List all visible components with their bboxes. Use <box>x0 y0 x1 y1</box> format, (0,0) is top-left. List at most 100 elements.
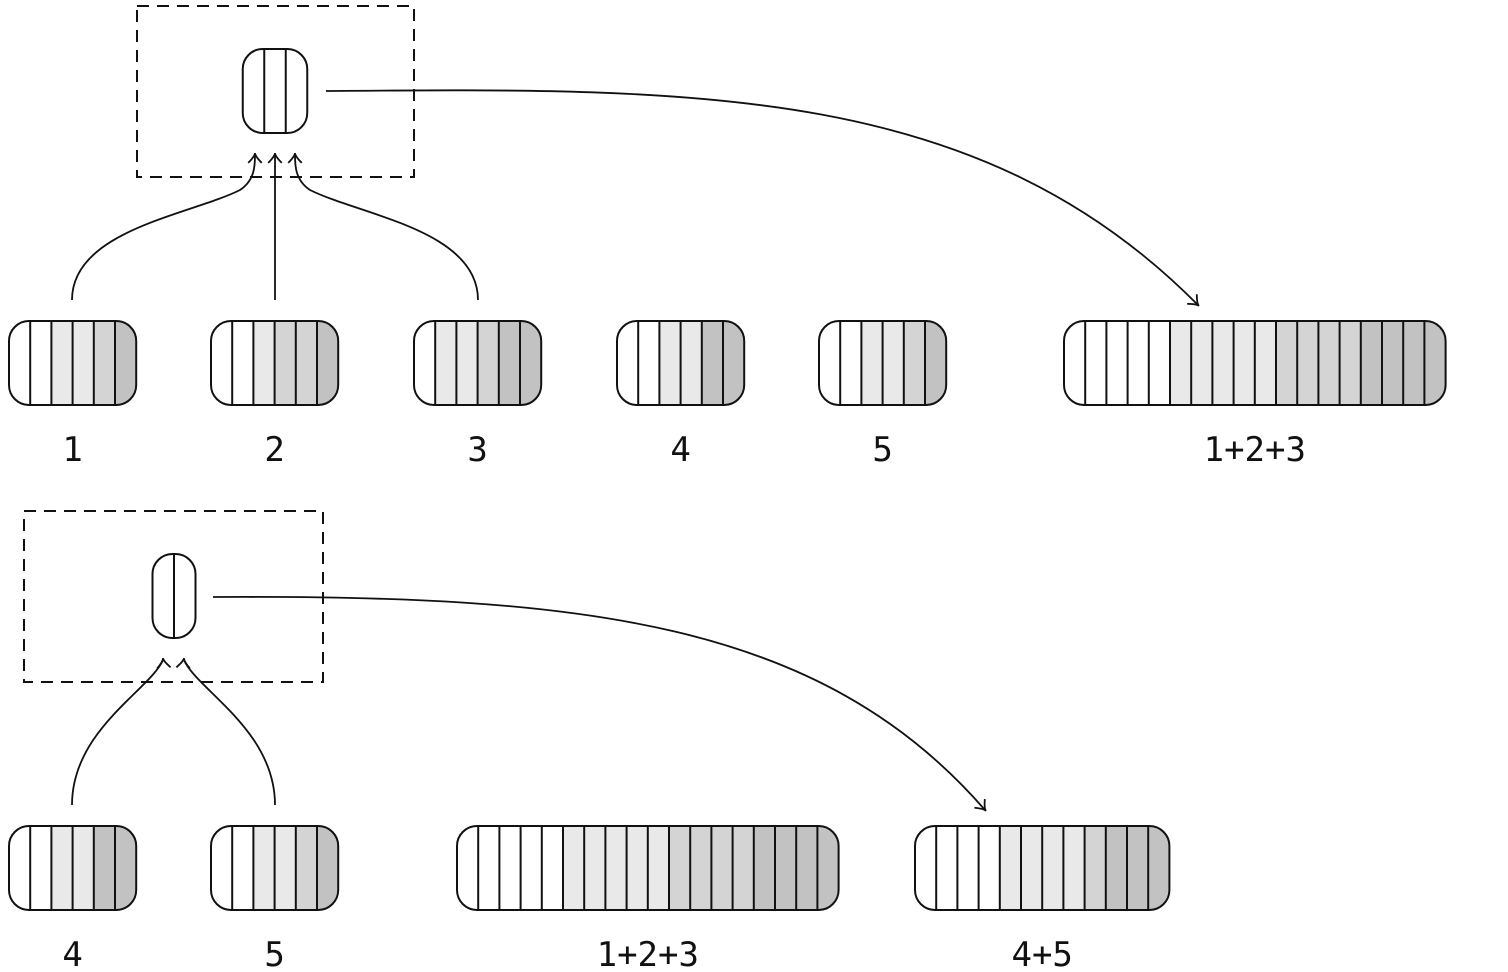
aggregation-region-2 <box>23 510 324 683</box>
cell-white <box>9 321 31 405</box>
cell-light <box>274 826 297 910</box>
cell-white <box>211 826 233 910</box>
cell-dark <box>93 826 116 910</box>
cell-white <box>1127 321 1150 405</box>
box-label: 1 <box>62 430 82 470</box>
cell-light <box>1042 826 1064 910</box>
idle-box-1-2-3: 1+2+3 <box>456 825 840 972</box>
cell-white <box>638 321 660 405</box>
aggregator-1 <box>241 48 309 134</box>
cell-dark <box>1148 826 1170 910</box>
cell-white <box>1085 321 1107 405</box>
cell-dark <box>1382 321 1404 405</box>
box-label: 4+5 <box>1011 935 1072 972</box>
box-outline <box>616 320 746 406</box>
cell-mid <box>93 321 116 405</box>
box-label: 4 <box>62 935 82 972</box>
output-arrow-1 <box>325 89 1199 306</box>
cell-white <box>499 826 522 910</box>
cell-white <box>232 321 254 405</box>
cell-dark <box>1127 826 1149 910</box>
idle-box-4: 4 <box>616 320 746 470</box>
box-outline <box>456 825 840 911</box>
input-box-2: 2 <box>210 320 340 470</box>
cell-white <box>1148 321 1171 405</box>
box-label: 3 <box>467 430 487 470</box>
box-outline <box>8 825 138 911</box>
cell-dark <box>1403 321 1425 405</box>
cell-mid <box>690 826 712 910</box>
cell-light <box>861 321 884 405</box>
cell-light <box>1212 321 1235 405</box>
cell-dark <box>1360 321 1383 405</box>
cell-light <box>680 321 703 405</box>
cell-dark <box>817 826 839 910</box>
arrowhead <box>1187 294 1200 307</box>
cell-dark <box>317 321 339 405</box>
cell-light <box>253 321 276 405</box>
cell-white <box>915 826 937 910</box>
cell-light <box>72 826 95 910</box>
box-outline <box>8 320 138 406</box>
cell-dark <box>701 321 724 405</box>
box-label: 1+2+3 <box>597 935 699 972</box>
cell-dark <box>775 826 797 910</box>
cell-light <box>659 321 682 405</box>
cell-light <box>563 826 585 910</box>
cell-dark <box>1424 321 1446 405</box>
cell-light <box>605 826 628 910</box>
cell-light <box>51 826 74 910</box>
input-box-3: 3 <box>413 320 543 470</box>
cell-light <box>51 321 74 405</box>
cell-white <box>414 321 436 405</box>
cell-dark <box>1105 826 1128 910</box>
cell-light <box>1170 321 1192 405</box>
cell-white <box>978 826 1001 910</box>
arrowhead <box>267 152 283 164</box>
cell-dark <box>723 321 745 405</box>
cell-light <box>647 826 670 910</box>
cell-white <box>478 826 500 910</box>
cell-mid <box>1318 321 1341 405</box>
cell-light <box>1254 321 1277 405</box>
arrowhead <box>175 657 191 670</box>
cell-white <box>457 826 479 910</box>
arrowhead <box>974 798 987 812</box>
cell-light <box>435 321 457 405</box>
cell-white <box>819 321 841 405</box>
box-outline <box>818 320 948 406</box>
cell-light <box>999 826 1022 910</box>
box-label: 2 <box>264 430 284 470</box>
box-outline <box>1063 320 1447 406</box>
cell-light <box>1233 321 1256 405</box>
cell-white <box>232 826 254 910</box>
box-label: 4 <box>670 430 690 470</box>
cell-light <box>1021 826 1043 910</box>
cell-white <box>936 826 958 910</box>
cell-dark <box>925 321 947 405</box>
aggregator-outline <box>241 48 309 134</box>
idle-box-5: 5 <box>818 320 948 470</box>
cell-mid <box>711 826 734 910</box>
cell-white <box>30 826 52 910</box>
cell-mid <box>669 826 691 910</box>
cell-white <box>957 826 980 910</box>
cell-white <box>840 321 862 405</box>
cell-dark <box>753 826 776 910</box>
cell-mid <box>295 321 318 405</box>
cell-light <box>1191 321 1213 405</box>
cell-light <box>456 321 479 405</box>
input-box-4: 4 <box>8 825 138 972</box>
input-arrow-5 <box>183 659 276 806</box>
box-outline <box>210 825 340 911</box>
cell-dark <box>498 321 521 405</box>
input-box-5: 5 <box>210 825 340 972</box>
cell-mid <box>295 826 318 910</box>
cell-mid <box>274 321 297 405</box>
arrowhead <box>247 152 263 164</box>
cell-white <box>1064 321 1086 405</box>
cell-dark <box>520 321 542 405</box>
input-arrow-1 <box>71 154 256 301</box>
arrowhead <box>287 152 303 164</box>
